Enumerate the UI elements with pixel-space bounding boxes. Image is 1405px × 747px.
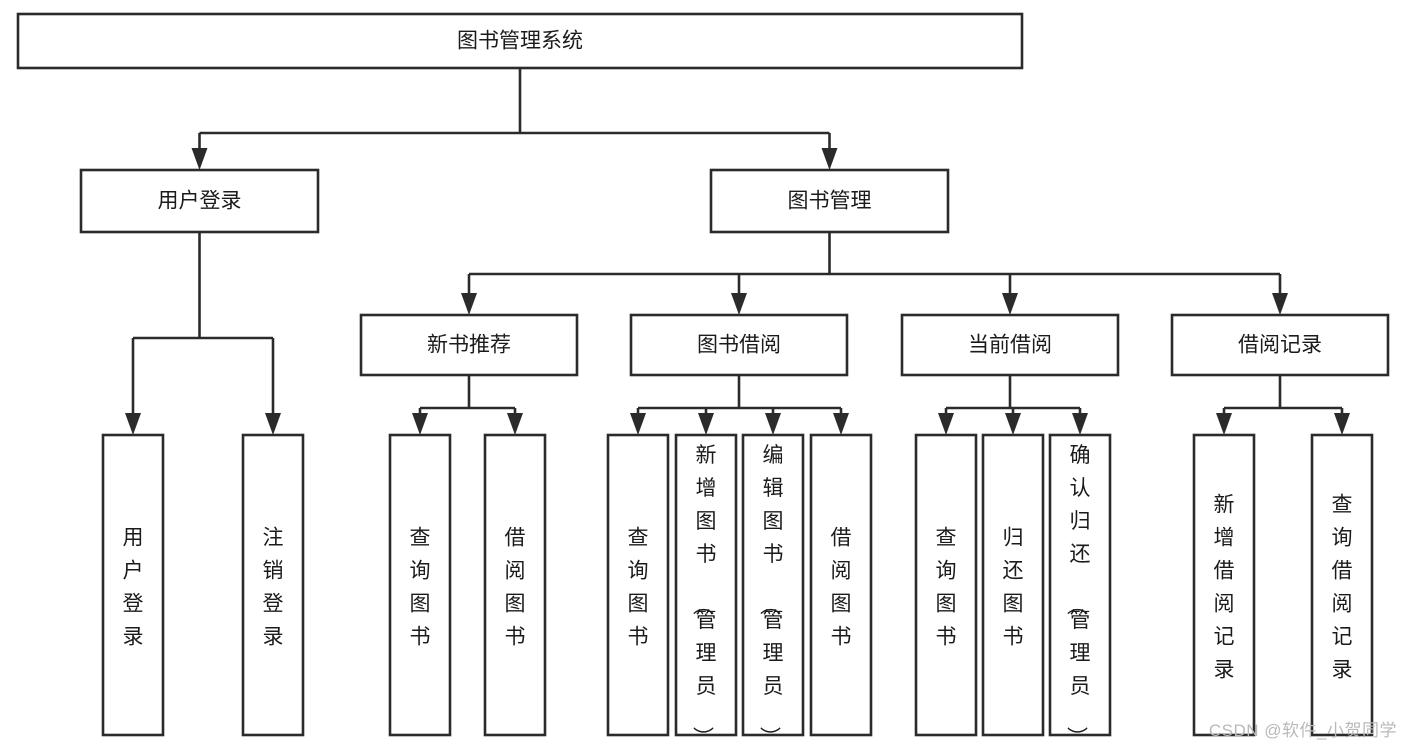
node-box-leaf-borrow-edit [741, 433, 805, 737]
node-label-leaf-new-query: 查询图书 [410, 527, 431, 649]
edge-group-newbook [412, 375, 523, 435]
edges-layer [125, 68, 1350, 435]
node-label-leaf-rec-add: 新增借阅记录 [1214, 494, 1235, 682]
edge-group-root [191, 68, 838, 170]
node-box-leaf-rec-query [1310, 433, 1374, 737]
node-box-current [900, 313, 1120, 377]
node-label-leaf-rec-query: 查询借阅记录 [1332, 494, 1353, 682]
node-leaf-cur-confirm[interactable]: 确认归还（管理员） [1048, 433, 1112, 747]
node-leaf-cur-return[interactable]: 归还图书 [981, 433, 1045, 737]
node-label-newbook: 新书推荐 [427, 334, 511, 357]
node-label-leaf-borrow-query: 查询图书 [628, 527, 649, 649]
node-box-bookmgmt [709, 168, 950, 234]
edge-group-bookmgmt [461, 232, 1288, 315]
node-leaf-borrow-add[interactable]: 新增图书（管理员） [674, 433, 738, 747]
node-leaf-new-query[interactable]: 查询图书 [388, 433, 452, 737]
node-label-leaf-borrow-lend: 借阅图书 [831, 527, 852, 649]
node-leaf-new-borrow[interactable]: 借阅图书 [483, 433, 547, 737]
node-newbook[interactable]: 新书推荐 [359, 313, 579, 377]
node-label-login: 用户登录 [158, 190, 242, 213]
node-leaf-rec-add[interactable]: 新增借阅记录 [1192, 433, 1256, 737]
node-label-root: 图书管理系统 [457, 30, 583, 53]
edge-group-login [125, 232, 281, 435]
edge-group-current [938, 375, 1088, 435]
node-label-current: 当前借阅 [968, 334, 1052, 357]
node-label-records: 借阅记录 [1238, 334, 1322, 357]
node-box-leaf-new-borrow [483, 433, 547, 737]
node-label-leaf-new-borrow: 借阅图书 [505, 527, 526, 649]
node-leaf-user-login[interactable]: 用户登录 [101, 433, 165, 737]
node-label-leaf-borrow-edit: 编辑图书（管理员） [758, 444, 784, 747]
node-label-leaf-cur-confirm: 确认归还（管理员） [1065, 444, 1091, 747]
edge-group-records [1216, 375, 1350, 435]
node-records[interactable]: 借阅记录 [1170, 313, 1390, 377]
edge-group-borrow [630, 375, 849, 435]
node-box-leaf-user-logout [241, 433, 305, 737]
node-box-leaf-cur-query [914, 433, 978, 737]
node-root[interactable]: 图书管理系统 [16, 12, 1024, 70]
node-box-login [79, 168, 320, 234]
node-leaf-borrow-lend[interactable]: 借阅图书 [809, 433, 873, 737]
node-label-leaf-cur-query: 查询图书 [936, 527, 957, 649]
node-current[interactable]: 当前借阅 [900, 313, 1120, 377]
node-label-leaf-cur-return: 归还图书 [1003, 527, 1024, 649]
node-box-newbook [359, 313, 579, 377]
node-leaf-user-logout[interactable]: 注销登录 [241, 433, 305, 737]
node-box-leaf-cur-confirm [1048, 433, 1112, 737]
node-bookmgmt[interactable]: 图书管理 [709, 168, 950, 234]
node-label-borrow: 图书借阅 [697, 334, 781, 357]
node-label-leaf-user-logout: 注销登录 [263, 527, 284, 649]
node-label-leaf-borrow-add: 新增图书（管理员） [691, 444, 717, 747]
node-box-leaf-borrow-add [674, 433, 738, 737]
node-box-leaf-cur-return [981, 433, 1045, 737]
node-box-leaf-new-query [388, 433, 452, 737]
watermark-text: CSDN @软件_小贺同学 [1208, 721, 1397, 740]
node-box-borrow [629, 313, 849, 377]
node-leaf-borrow-edit[interactable]: 编辑图书（管理员） [741, 433, 805, 747]
node-box-leaf-rec-add [1192, 433, 1256, 737]
node-leaf-cur-query[interactable]: 查询图书 [914, 433, 978, 737]
node-login[interactable]: 用户登录 [79, 168, 320, 234]
node-box-leaf-user-login [101, 433, 165, 737]
node-label-bookmgmt: 图书管理 [788, 190, 872, 213]
node-leaf-rec-query[interactable]: 查询借阅记录 [1310, 433, 1374, 737]
node-box-root [16, 12, 1024, 70]
node-box-leaf-borrow-query [606, 433, 670, 737]
nodes-layer: 图书管理系统用户登录图书管理新书推荐图书借阅当前借阅借阅记录用户登录注销登录查询… [16, 12, 1390, 747]
node-box-leaf-borrow-lend [809, 433, 873, 737]
node-box-records [1170, 313, 1390, 377]
node-leaf-borrow-query[interactable]: 查询图书 [606, 433, 670, 737]
node-label-leaf-user-login: 用户登录 [123, 527, 144, 649]
node-borrow[interactable]: 图书借阅 [629, 313, 849, 377]
